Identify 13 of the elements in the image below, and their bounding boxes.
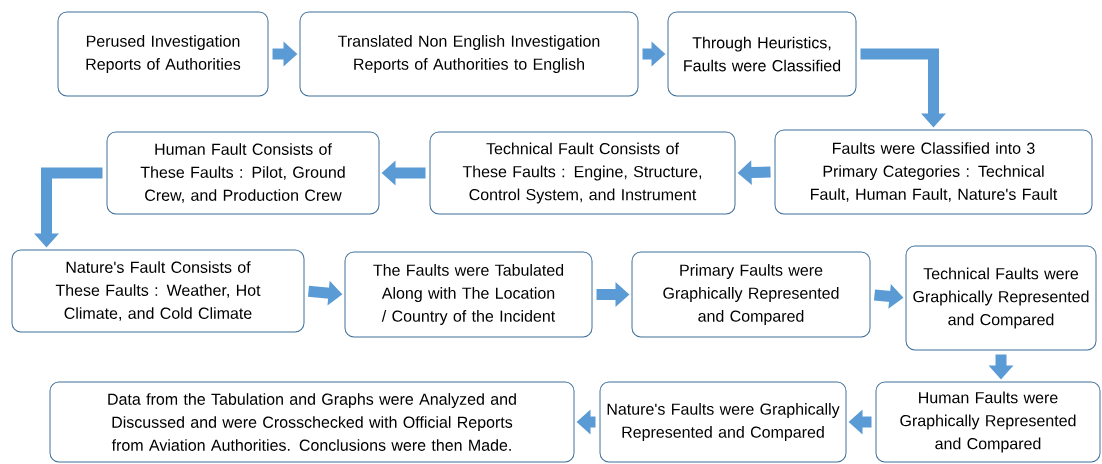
process-box: Human Fault Consists of These Faults : Pilot, Ground Crew, and Production Crew	[106, 131, 380, 215]
process-box: Technical Fault Consists of These Faults : Engine, Structure, Control System, and Instrument	[429, 131, 736, 215]
process-box: Nature's Faults were Graphically Represented and Compared	[599, 381, 847, 463]
process-box: Human Faults were Graphically Represented and Compared	[875, 381, 1101, 463]
process-box: Primary Faults were Graphically Represented and Compared	[631, 251, 871, 338]
process-box: Faults were Classified into 3 Primary Categories : Technical Fault, Human Fault, Nature's Fault	[774, 129, 1093, 215]
process-box: Through Heuristics, Faults were Classified	[667, 11, 857, 97]
process-box: Technical Faults were Graphically Represented and Compared	[905, 245, 1097, 351]
process-box: Perused Investigation Reports of Authorities	[57, 11, 269, 97]
process-box: The Faults were Tabulated Along with The Location / Country of the Incident	[344, 251, 593, 338]
process-box: Nature's Fault Consists of These Faults : Weather, Hot Climate, and Cold Climate	[11, 249, 305, 333]
process-box: Translated Non English Investigation Reports of Authorities to English	[299, 11, 639, 97]
process-box: Data from the Tabulation and Graphs were Analyzed and Discussed and were Crosschecked with Official Reports from Aviation Authorities. Conclusions were then Made.	[49, 381, 575, 463]
